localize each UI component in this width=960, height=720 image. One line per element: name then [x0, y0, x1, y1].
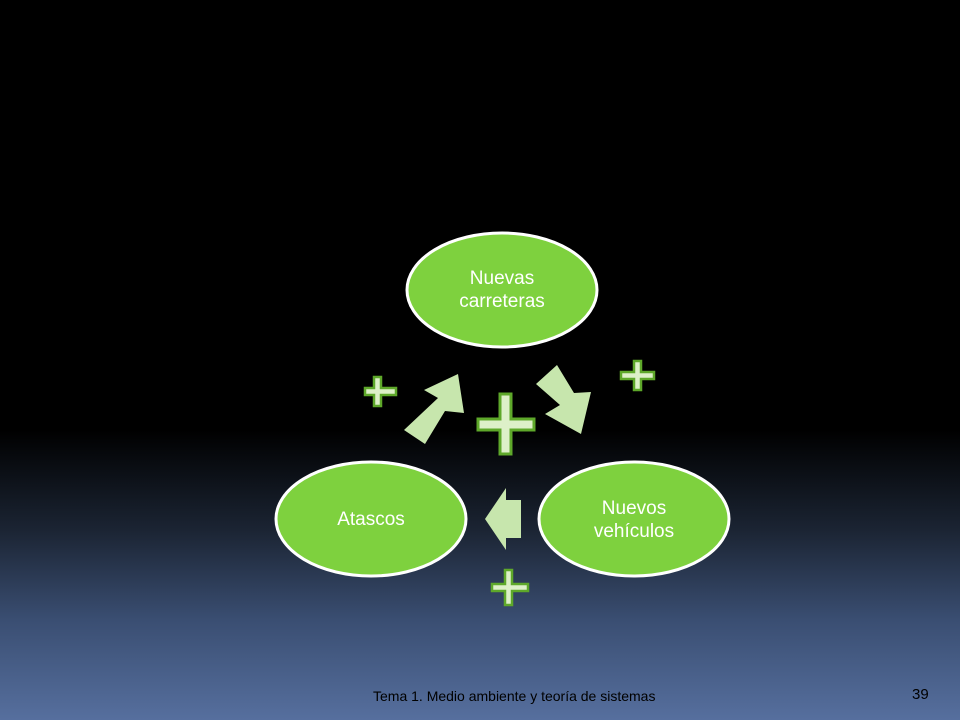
arrow-carreteras-to-vehiculos	[536, 365, 591, 434]
node-nuevos-vehiculos	[537, 460, 731, 578]
node-nuevas-carreteras	[405, 231, 599, 349]
slide-page-number: 39	[912, 686, 929, 703]
node-label-atascos: Atascos	[291, 508, 451, 531]
center-plus-sign	[476, 392, 536, 456]
plus-sign-atascos-carreteras	[363, 375, 398, 408]
node-atascos	[274, 460, 468, 578]
node-label-line: Nuevos	[601, 498, 667, 519]
node-label-line: vehículos	[593, 521, 675, 542]
node-label-line: Atascos	[337, 509, 405, 530]
node-label-nuevos-vehiculos: Nuevos vehículos	[554, 497, 714, 543]
plus-sign-vehiculos-atascos	[490, 568, 530, 607]
node-label-nuevas-carreteras: Nuevas carreteras	[422, 267, 582, 313]
arrow-vehiculos-to-atascos	[485, 488, 521, 550]
node-label-line: Nuevas	[469, 268, 535, 289]
slide-footer-text: Tema 1. Medio ambiente y teoría de siste…	[373, 688, 656, 704]
arrow-atascos-to-carreteras	[404, 374, 464, 444]
plus-sign-carreteras-vehiculos	[619, 359, 656, 392]
node-label-line: carreteras	[459, 291, 545, 312]
